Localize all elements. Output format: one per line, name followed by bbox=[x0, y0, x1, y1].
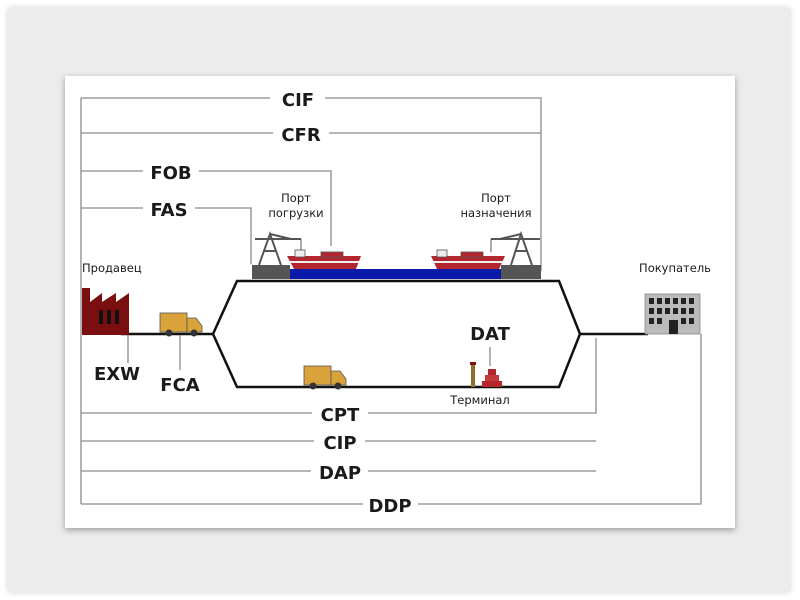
cif-label: CIF bbox=[282, 90, 314, 111]
cfr-label: CFR bbox=[281, 125, 321, 146]
port-dest-label-1: Порт bbox=[481, 191, 511, 205]
factory-icon bbox=[82, 288, 129, 335]
top-brackets bbox=[80, 97, 542, 331]
fas-bracket bbox=[81, 207, 252, 264]
fob-bracket bbox=[81, 170, 332, 246]
terminal-icon bbox=[470, 362, 502, 387]
fas-label: FAS bbox=[150, 200, 187, 221]
truck-icon bbox=[159, 312, 203, 337]
dat-label: DAT bbox=[470, 324, 510, 345]
port-dest-label-2: назначения bbox=[460, 206, 531, 220]
fob-label: FOB bbox=[150, 163, 191, 184]
cif-bracket bbox=[81, 97, 542, 271]
destination-dock bbox=[501, 265, 541, 279]
cpt-bracket bbox=[81, 338, 597, 414]
ship-icon bbox=[287, 249, 361, 269]
dap-label: DAP bbox=[319, 463, 361, 484]
port-loading-label-1: Порт bbox=[281, 191, 311, 205]
cpt-label: CPT bbox=[321, 405, 360, 426]
cip-label: CIP bbox=[323, 433, 356, 454]
diagram-card: CIF CFR FOB FAS Порт погрузки Порт назна… bbox=[65, 76, 735, 528]
road-network bbox=[121, 279, 648, 389]
ddp-label: DDP bbox=[368, 496, 411, 517]
ship-icon bbox=[431, 249, 505, 269]
building-icon bbox=[644, 293, 701, 335]
fca-label: FCA bbox=[160, 375, 200, 396]
loading-dock bbox=[252, 265, 290, 279]
ddp-bracket bbox=[81, 334, 702, 505]
crane-icon bbox=[490, 230, 540, 266]
incoterms-diagram: CIF CFR FOB FAS Порт погрузки Порт назна… bbox=[80, 90, 711, 517]
bottom-brackets bbox=[80, 331, 702, 505]
port-loading-label-2: погрузки bbox=[268, 206, 323, 220]
truck-icon bbox=[303, 365, 347, 390]
exw-label: EXW bbox=[94, 364, 140, 385]
sea-route bbox=[290, 269, 501, 279]
terminal-label: Терминал bbox=[449, 393, 509, 407]
buyer-label: Покупатель bbox=[639, 261, 711, 275]
crane-icon bbox=[255, 231, 302, 266]
seller-label: Продавец bbox=[82, 261, 142, 275]
